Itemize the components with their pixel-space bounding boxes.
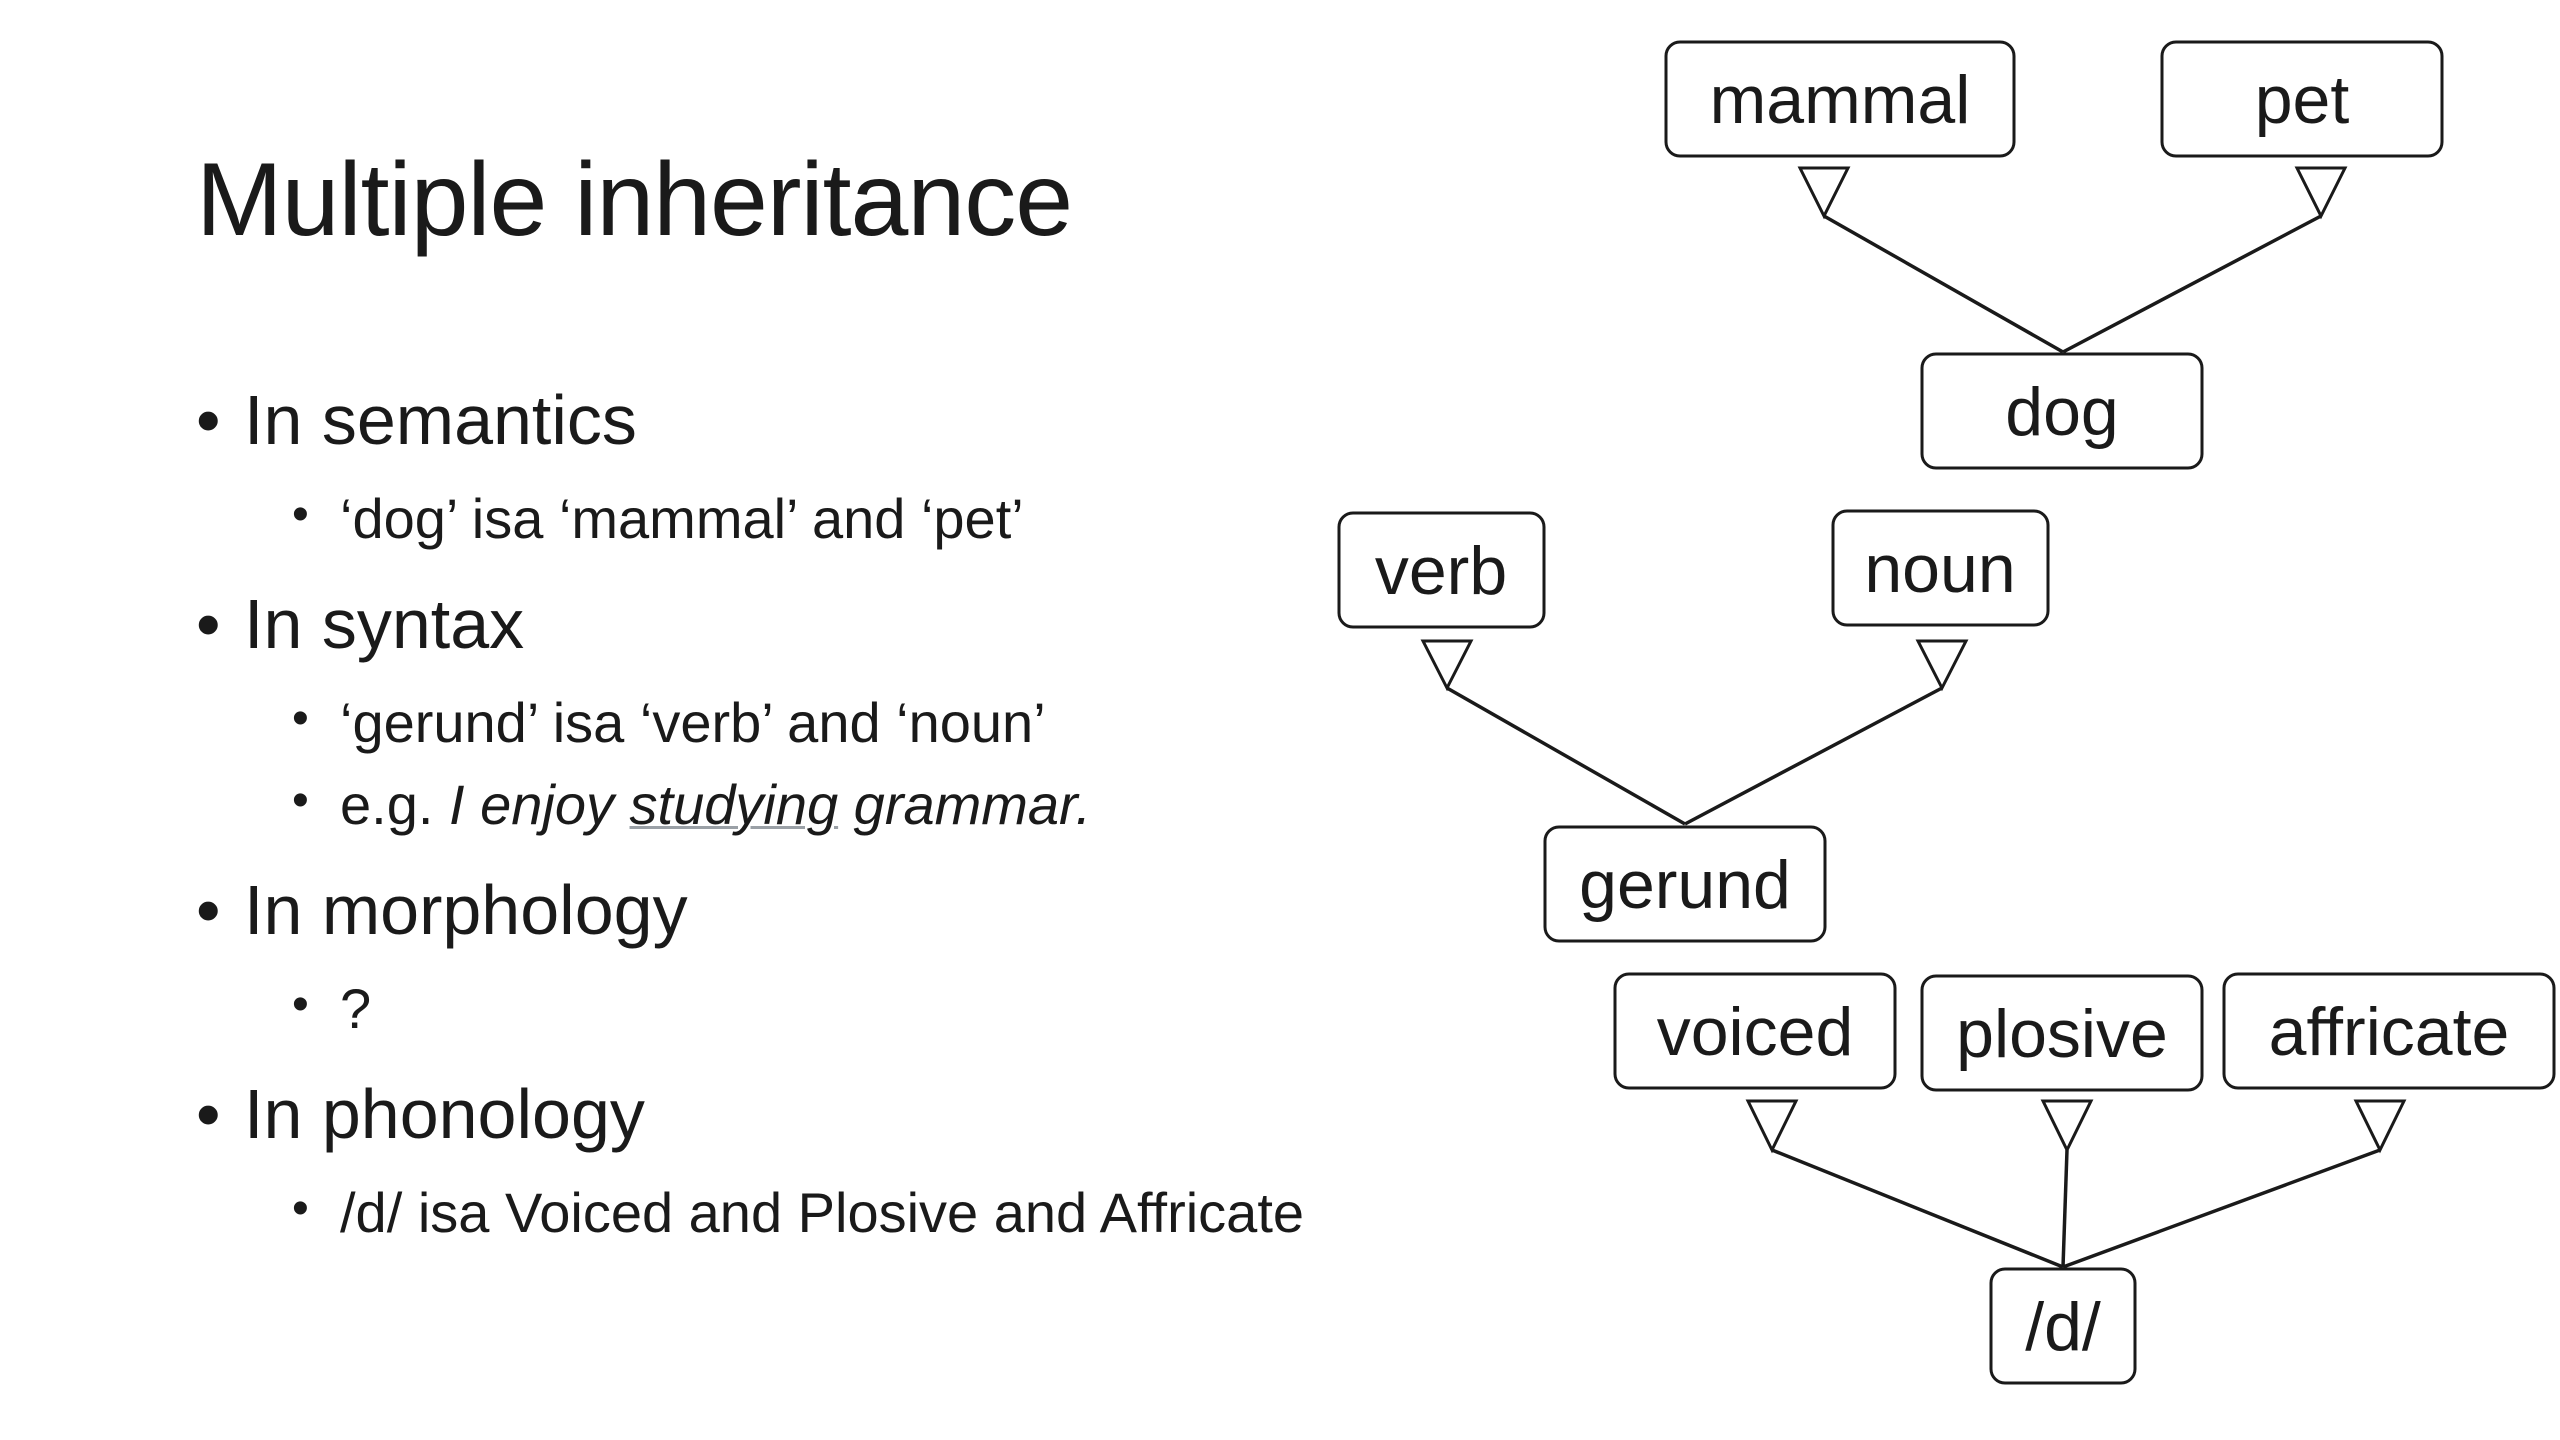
node-affricate: affricate — [2222, 972, 2556, 1090]
bullet-list: In semantics ‘dog’ isa ‘mammal’ and ‘pet… — [196, 385, 1304, 1241]
isa-arrow-verb — [1420, 639, 1474, 692]
isa-edges — [1420, 166, 2407, 1269]
edge-gerund-noun — [1684, 686, 1943, 826]
node-affricate-label: affricate — [2269, 994, 2510, 1070]
edge-dog-mammal — [1823, 214, 2064, 354]
edge-gerund-verb — [1446, 686, 1686, 826]
node-pet: pet — [2160, 40, 2444, 158]
isa-arrow-voiced — [1745, 1099, 1799, 1154]
isa-arrow-affricate — [2353, 1099, 2407, 1154]
example-underlined-word: studying — [629, 773, 839, 836]
node-verb: verb — [1337, 511, 1546, 629]
bullet-syntax: In syntax — [196, 589, 1304, 659]
node-noun: noun — [1831, 509, 2050, 627]
bullet-phonology: In phonology — [196, 1079, 1304, 1149]
isa-arrow-mammal — [1797, 166, 1851, 220]
isa-arrow-noun — [1915, 639, 1969, 692]
node-gerund: gerund — [1543, 825, 1827, 943]
edge-d-affricate — [2062, 1148, 2381, 1269]
node-d-label: /d/ — [2025, 1289, 2101, 1365]
node-dog: dog — [1920, 352, 2204, 470]
node-mammal: mammal — [1664, 40, 2016, 158]
sub-bullet-dog-isa: ‘dog’ isa ‘mammal’ and ‘pet’ — [196, 491, 1304, 547]
node-d: /d/ — [1989, 1267, 2137, 1385]
node-pet-label: pet — [2255, 62, 2350, 138]
node-gerund-label: gerund — [1579, 847, 1791, 923]
node-voiced-label: voiced — [1657, 994, 1854, 1070]
bullet-morphology: In morphology — [196, 875, 1304, 945]
edge-d-voiced — [1771, 1148, 2064, 1269]
node-plosive: plosive — [1920, 974, 2204, 1092]
sub-bullet-gerund-isa: ‘gerund’ isa ‘verb’ and ‘noun’ — [196, 695, 1304, 751]
edge-dog-pet — [2062, 214, 2322, 354]
sub-bullet-example: e.g. I enjoy studying grammar. — [196, 777, 1304, 833]
edge-d-plosive — [2061, 1149, 2069, 1268]
example-prefix: e.g. — [340, 773, 449, 836]
example-italic-end: grammar. — [838, 773, 1092, 836]
node-voiced: voiced — [1613, 972, 1897, 1090]
node-verb-label: verb — [1375, 533, 1507, 609]
slide-title: Multiple inheritance — [196, 142, 1073, 258]
bullet-semantics: In semantics — [196, 385, 1304, 455]
isa-arrow-plosive — [2040, 1099, 2094, 1154]
sub-bullet-question: ? — [196, 981, 1304, 1037]
node-noun-label: noun — [1864, 531, 2015, 607]
node-mammal-label: mammal — [1710, 62, 1971, 138]
node-plosive-label: plosive — [1956, 996, 2168, 1072]
node-dog-label: dog — [2005, 374, 2118, 450]
example-italic-start: I enjoy — [448, 773, 630, 836]
sub-bullet-d-isa: /d/ isa Voiced and Plosive and Affricate — [196, 1185, 1304, 1241]
isa-arrow-pet — [2294, 166, 2348, 220]
